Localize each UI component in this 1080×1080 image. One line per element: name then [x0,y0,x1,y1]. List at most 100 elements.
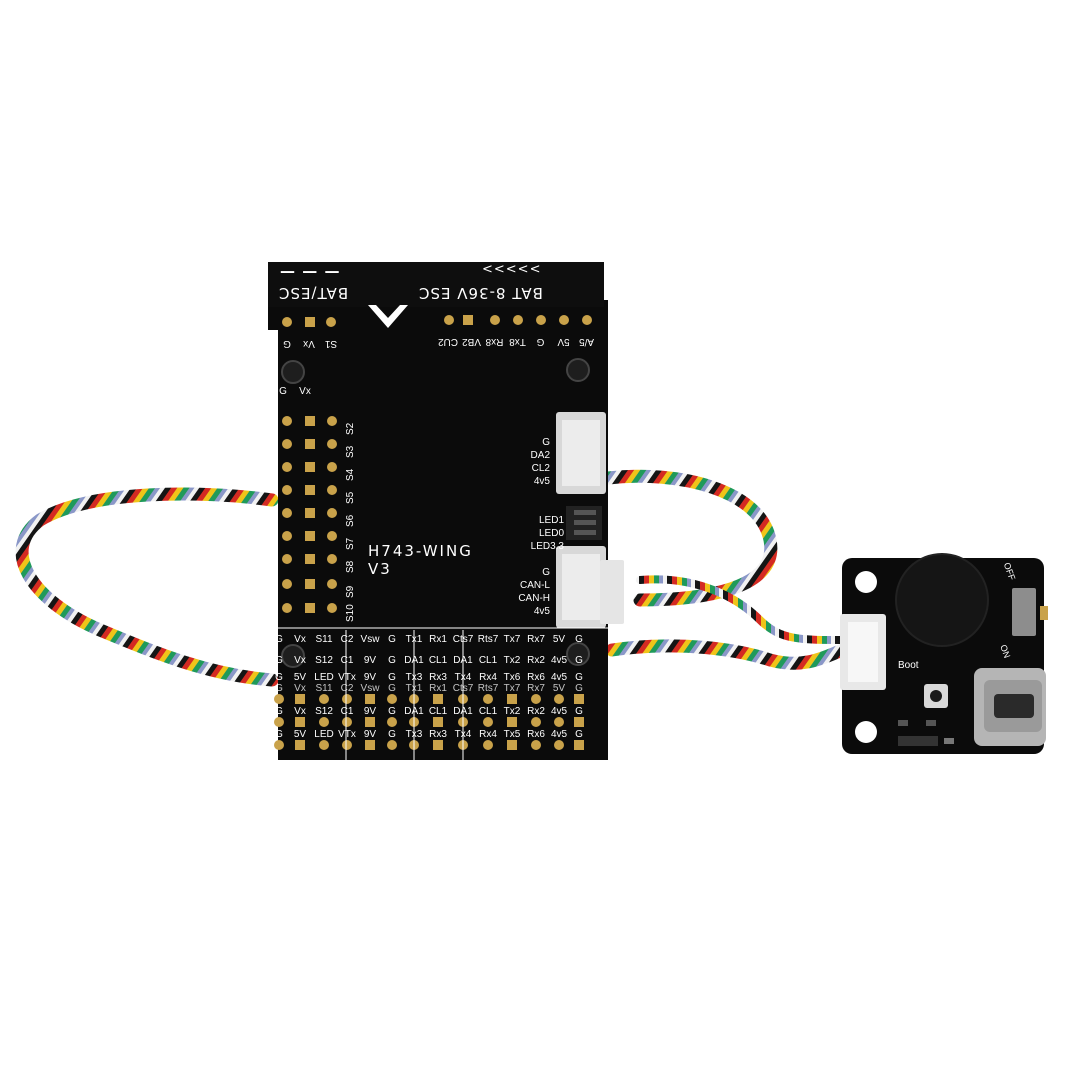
pin-label: LED [314,729,334,740]
pin-label: Vx [294,655,306,666]
solder-pad [507,740,517,750]
pin-label: CL1 [478,655,498,666]
solder-pad [319,740,329,750]
pin-label: Tx1 [405,634,423,645]
brand-logo [368,305,408,328]
pin-label: CL1 [428,655,448,666]
left-cable-loop [15,487,279,687]
pin-label: Tx2 [503,655,521,666]
solder-pad [531,717,541,727]
pin-label: Tx5 [503,729,521,740]
solder-pad [433,694,443,704]
solder-pad [433,740,443,750]
pin-label: G [575,706,583,717]
solder-pad [387,740,397,750]
pin-label: 4v5 [550,706,568,717]
solder-pad [483,740,493,750]
pin-label: C1 [340,655,354,666]
solder-pad [387,694,397,704]
pin-label: C1 [340,706,354,717]
pin-label: G [275,706,283,717]
pin-label: G [388,672,396,683]
usb-module [840,553,1048,754]
pin-label: Rx1 [429,634,447,645]
solder-pad [274,694,284,704]
left-top-pads [282,317,336,327]
pin-label: Tx4 [454,672,472,683]
solder-pad [574,717,584,727]
uart-pads [444,315,592,325]
module-cable-2 [636,575,846,644]
solder-pad [483,694,493,704]
pin-label: 5V [552,634,566,645]
pin-label: Rx6 [527,672,545,683]
pin-label: Rx7 [527,683,545,694]
pin-label: Rx3 [429,729,447,740]
pin-label: G [388,655,396,666]
pin-label: CL1 [428,706,448,717]
pin-label: Vsw [360,634,380,645]
pin-label: Tx3 [405,729,423,740]
solder-pad [433,717,443,727]
module-cable [605,639,849,670]
left-small-labels: G Vx [279,386,311,397]
pin-label: DA1 [404,706,424,717]
pin-label: Tx4 [454,729,472,740]
pin-label: G [575,634,583,645]
solder-pad [574,740,584,750]
pin-label: VTx [338,672,356,683]
pin-label: 5V [293,729,307,740]
uart-header-labels: A/5 5V G Tx8 Rx8 VB2 CU2 [438,336,595,347]
pin-label: Rx7 [527,634,545,645]
pin-label: C2 [340,634,354,645]
pin-label: Rx2 [527,655,545,666]
solder-pad [507,717,517,727]
pin-label: Vx [294,683,306,694]
pin-label: DA1 [453,706,473,717]
pin-label: Cts7 [452,683,474,694]
pin-label: Cts7 [452,634,474,645]
pin-label: S11 [315,683,333,694]
pin-label: G [388,729,396,740]
pin-label: 9V [363,706,377,717]
top-chevrons: <<<<< [482,262,542,277]
pin-label: G [575,683,583,694]
solder-pad [554,740,564,750]
solder-pad [483,717,493,727]
pin-label: VTx [338,729,356,740]
pin-label: Tx7 [503,683,521,694]
bottom-pads [274,694,584,750]
pin-label: G [275,634,283,645]
pin-label: Rx1 [429,683,447,694]
bat-esc-right-label: BAT 8-36V ESC [418,284,543,302]
pin-label: Rx4 [479,672,497,683]
pin-label: G [275,683,283,694]
pin-label: Rx2 [527,706,545,717]
pin-label: 4v5 [550,672,568,683]
pin-label: S12 [315,706,333,717]
pin-label: G [575,672,583,683]
pin-label: Tx2 [503,706,521,717]
solder-pad [387,717,397,727]
pin-label: CL1 [478,706,498,717]
top-dashes: — — — [280,262,341,280]
pin-label: Rx4 [479,729,497,740]
right-cable-loop [601,469,778,607]
pin-label: G [575,729,583,740]
pin-label: DA1 [404,655,424,666]
pin-label: Rts7 [477,634,499,645]
pin-label: G [575,655,583,666]
pin-label: Tx7 [503,634,521,645]
pin-label: 5V [552,683,566,694]
pin-label: Vx [294,634,306,645]
pin-label: 9V [363,672,377,683]
servo-labels: S2 S3 S4 S5 S6 S7 S8 S9 S10 [345,422,356,622]
bat-esc-left-label: BAT/ESC [278,284,349,302]
pin-label: LED [314,672,334,683]
